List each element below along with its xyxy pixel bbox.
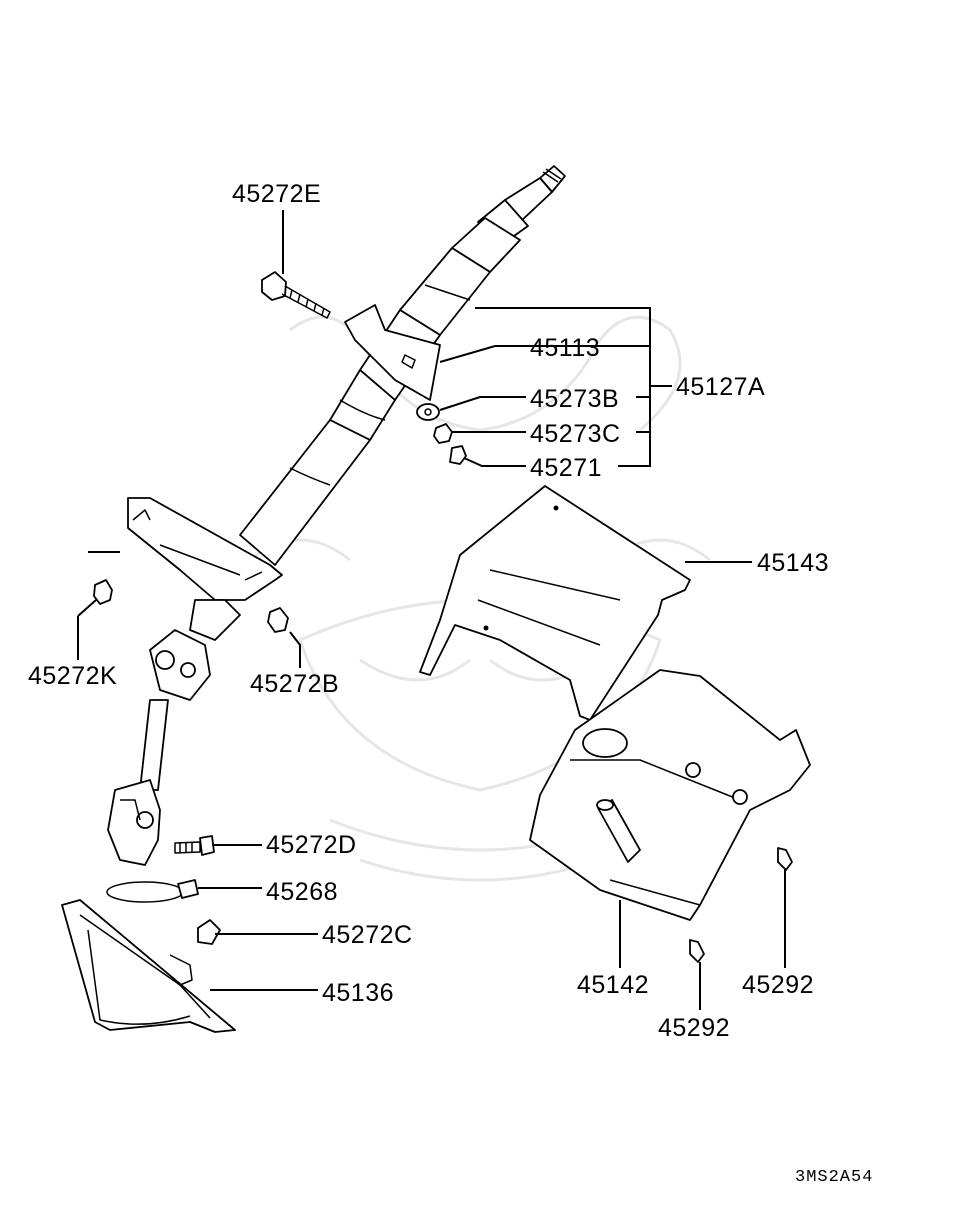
label-45143: 45143 [757, 549, 829, 577]
bolt-45272C [197, 919, 221, 945]
bolt-45272E [261, 271, 331, 319]
cover-hole-2 [483, 625, 489, 631]
diagram-code: 3MS2A54 [795, 1168, 873, 1187]
label-45272K: 45272K [28, 662, 117, 690]
cover-45143 [419, 485, 691, 721]
label-45273B: 45273B [530, 385, 619, 413]
bolt-45272K [93, 579, 113, 605]
nut-45273C [433, 423, 453, 444]
clamp-45268 [106, 879, 199, 903]
label-45113: 45113 [530, 334, 600, 362]
label-45292-right: 45292 [742, 971, 814, 999]
label-45142: 45142 [577, 971, 649, 999]
bolt-45272D [174, 835, 215, 856]
screw-45292-bottom [689, 939, 705, 963]
bolt-45271 [449, 445, 467, 465]
label-45136: 45136 [322, 979, 394, 1007]
label-45268: 45268 [266, 878, 338, 906]
cover-45142 [529, 669, 811, 921]
part-labels: 45272E 45113 45127A 45273B 45273C 45271 … [28, 180, 873, 1187]
steering-column [107, 165, 566, 866]
boot-45136 [61, 899, 236, 1033]
washer-hole [424, 408, 432, 416]
cover-hole [553, 505, 559, 511]
label-45273C: 45273C [530, 420, 621, 448]
label-45272C: 45272C [322, 921, 413, 949]
leader-lines [77, 210, 786, 1010]
bolt-45272B [267, 607, 289, 633]
label-45127A: 45127A [676, 373, 765, 401]
label-45271: 45271 [530, 454, 602, 482]
label-45272B: 45272B [250, 670, 339, 698]
label-45272D: 45272D [266, 831, 357, 859]
washer-45273B [416, 403, 440, 421]
label-45292-bottom: 45292 [658, 1014, 730, 1042]
screw-45292-right [777, 847, 793, 871]
label-45272E: 45272E [232, 180, 321, 208]
